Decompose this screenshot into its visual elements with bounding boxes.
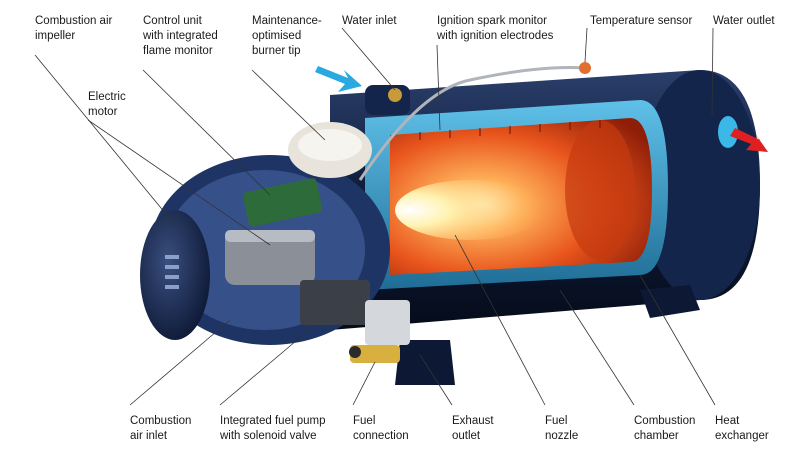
label-fuel-connection: Fuel connection: [353, 415, 409, 442]
label-combustion-chamber: Combustion chamber: [634, 415, 696, 442]
water-inlet-pipe: [365, 85, 410, 115]
label-heat-exchanger: Heat exchanger: [715, 415, 769, 442]
water-outlet-pipe: [675, 95, 738, 148]
label-combustion-air-inlet: Combustion air inlet: [130, 415, 192, 442]
label-maintenance-burner-tip: Maintenance- optimised burner tip: [252, 15, 322, 57]
water-outlet-arrow: [730, 128, 768, 152]
label-exhaust-outlet: Exhaust outlet: [452, 415, 494, 442]
label-integrated-fuel-pump: Integrated fuel pump with solenoid valve: [220, 415, 326, 442]
water-inlet-arrow: [315, 66, 362, 92]
label-electric-motor: Electric motor: [88, 91, 126, 118]
label-control-unit: Control unit with integrated flame monit…: [143, 15, 218, 57]
burner-housing: [150, 122, 410, 345]
label-fuel-nozzle: Fuel nozzle: [545, 415, 579, 442]
label-water-outlet: Water outlet: [713, 15, 775, 27]
label-water-inlet: Water inlet: [342, 15, 397, 27]
label-temperature-sensor: Temperature sensor: [590, 15, 693, 27]
leader-lines: [34, 27, 716, 406]
label-ignition-spark-monitor: Ignition spark monitor with ignition ele…: [437, 15, 554, 42]
fuel-fitting: [349, 345, 400, 363]
end-cap: [140, 210, 210, 340]
sensor-cable: [358, 66, 586, 181]
flame: [395, 180, 545, 240]
label-combustion-air-impeller: Combustion air impeller: [35, 15, 113, 42]
